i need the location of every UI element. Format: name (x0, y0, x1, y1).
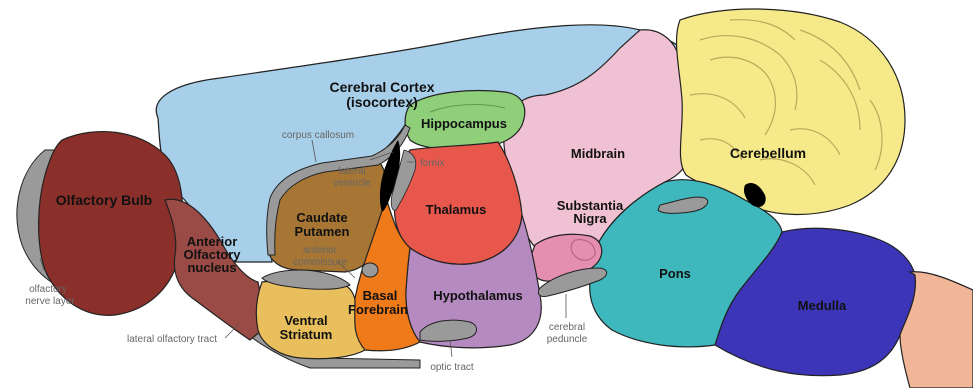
ventral-striatum-label-line1: Ventral (284, 313, 327, 328)
cerebellum-label: Cerebellum (730, 145, 806, 161)
anterior-commissure-note-line1: anterior (303, 245, 338, 256)
basal-forebrain-label-line2: Forebrain (348, 302, 408, 317)
anterior-olfactory-nucleus-label-line3: nucleus (187, 260, 236, 275)
corpus-callosum-note: corpus callosum (282, 130, 354, 141)
pons-label: Pons (659, 266, 691, 281)
cerebral-cortex-label-line1: Cerebral Cortex (329, 79, 434, 95)
caudate-putamen-label-line1: Caudate (296, 210, 347, 225)
olfactory-nerve-layer-note-line2: nerve layer (25, 296, 75, 307)
ventral-striatum-label-line2: Striatum (280, 327, 333, 342)
optic-tract-note: optic tract (430, 362, 474, 373)
midbrain-label: Midbrain (571, 146, 625, 161)
substantia-nigra-label-line2: Nigra (573, 211, 607, 226)
medulla-label: Medulla (798, 298, 847, 313)
anterior-commissure-node (362, 263, 378, 277)
hypothalamus-label: Hypothalamus (433, 288, 523, 303)
hippocampus-label: Hippocampus (421, 116, 507, 131)
olfactory-bulb-label: Olfactory Bulb (56, 192, 152, 208)
basal-forebrain-label-line1: Basal (363, 288, 398, 303)
cerebral-cortex-label-line2: (isocortex) (346, 94, 418, 110)
thalamus-label: Thalamus (426, 202, 487, 217)
cerebral-peduncle-note-line1: cerebral (549, 322, 585, 333)
cerebellum-region (677, 9, 905, 214)
cerebral-peduncle-note-line2: peduncle (547, 334, 588, 345)
olfactory-nerve-layer-note-line1: olfactory (29, 284, 67, 295)
lateral-olfactory-tract-note: lateral olfactory tract (127, 334, 217, 345)
anterior-commissure-note-line2: commissure (293, 257, 347, 268)
lateral-ventricle-note-line2: ventricle (333, 178, 371, 189)
lateral-ventricle-note-line1: lateral (338, 166, 365, 177)
fornix-note: fornix (420, 158, 444, 169)
caudate-putamen-label-line2: Putamen (295, 224, 350, 239)
